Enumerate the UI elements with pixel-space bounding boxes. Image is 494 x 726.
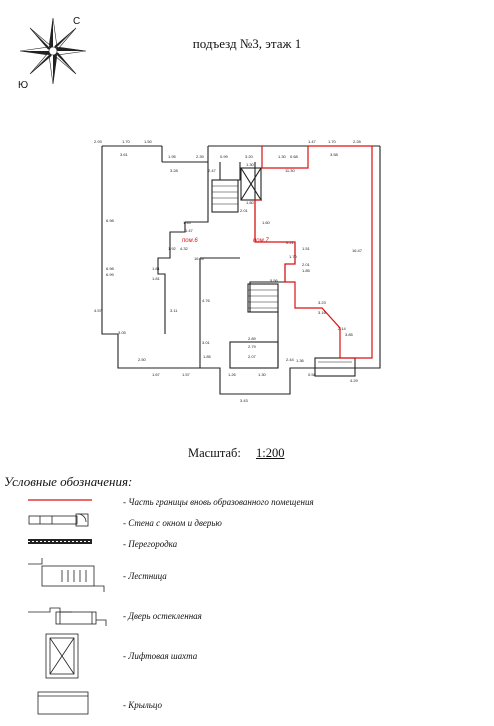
dim-label: 2.07 [248,354,257,359]
dim-label: 2.50 [138,357,147,362]
dim-label: 4.57 [94,308,103,313]
legend-title: Условные обозначения: [4,474,133,489]
legend-item-label: - Стена с окном и дверью [123,518,222,528]
new-room-boundary [254,145,373,359]
dim-label: 6.98 [106,266,115,271]
dim-label: 2.89 [248,336,257,341]
dim-label: 1.85 [203,354,212,359]
legend-item-label: - Часть границы вновь образованного поме… [123,497,314,507]
dim-label: 3.28 [170,168,179,173]
dim-label: 1.70 [328,139,337,144]
dim-label: 1.30 [258,372,267,377]
dim-label: 0.68 [290,154,299,159]
legend-item-label: - Лестница [123,571,167,581]
inner-wall [157,222,186,334]
dim-label: 2.44 [286,357,295,362]
dim-label: 3.58 [330,152,339,157]
dim-label: 1.26 [228,372,237,377]
legend-item-label: - Дверь остекленная [123,611,202,621]
elevator-shaft-icon [240,167,262,201]
porch-icon [37,691,89,715]
dim-label: 2.01 [240,208,249,213]
dim-label: 1.67 [152,372,161,377]
dim-label: 1.81 [152,266,161,271]
dim-label: 1.81 [152,276,161,281]
dim-label: 3.05 [118,330,127,335]
dim-label: 1.47 [185,228,194,233]
scale-label: Масштаб: [188,446,241,460]
dim-label: 6.99 [106,272,115,277]
dim-label: 2.39 [196,154,205,159]
glazed-door-icon [28,607,107,626]
wall-window-door-icon [28,513,89,527]
dim-label: 11.30 [285,168,295,173]
dim-label: 1.57 [182,372,191,377]
north-label: С [73,16,81,27]
elevator-shaft-icon [45,633,79,679]
dim-label: 2.93 [94,139,103,144]
dim-label: 1.44 [183,220,192,225]
dim-label: 1.85 [302,268,311,273]
dim-label: 1.92 [168,246,177,251]
dim-label: 0.99 [220,154,229,159]
dim-label: 1.30 [246,162,255,167]
dim-label: 3.01 [202,340,211,345]
dim-label: 2.79 [248,344,257,349]
dim-label: 3.85 [345,332,354,337]
dim-label: 3.16 [318,310,327,315]
scale-value: 1:200 [256,446,285,460]
dim-label: 1.60 [262,220,271,225]
red-boundary-line-icon [28,499,92,501]
dim-label: 16.00 [194,256,205,261]
dim-label: 0.21 [286,240,295,245]
dim-label: 1.36 [296,358,305,363]
dim-label: 2.14 [338,326,347,331]
partition-icon [28,539,92,544]
dim-label: 3.20 [245,154,254,159]
dim-label: 4.29 [350,378,359,383]
dim-label: 1.80 [246,200,255,205]
room-label-6: пом.6 [182,238,198,244]
dim-label: 1.47 [308,139,317,144]
dim-label: 1.95 [168,154,177,159]
dim-label: 1.70 [289,254,298,259]
dim-label: 3.11 [170,308,178,313]
dim-label: 2.28 [353,139,362,144]
page-title: подъезд №3, этаж 1 [192,36,302,51]
staircase-icon [28,558,105,592]
dim-label: 2.47 [208,168,217,173]
south-label: Ю [18,80,29,91]
legend-item-label: - Перегородка [123,539,178,549]
dim-label: 3.23 [318,300,327,305]
dim-label: 1.50 [144,139,153,144]
room-label-7: пом.7 [253,238,269,244]
dim-label: 1.70 [122,139,131,144]
dim-label: 1.51 [302,246,311,251]
dim-label: 4.76 [202,298,211,303]
dim-label: 0.58 [308,372,317,377]
compass-rose-icon [19,17,87,85]
floor-plan: пом.6 пом.7 2.93 1.70 1.50 3.61 1.95 2.3… [94,139,381,403]
dim-label: 3.43 [240,398,249,403]
legend-item-label: - Крыльцо [123,700,162,710]
dim-label: 3.61 [120,152,129,157]
dim-label: 2.01 [302,262,311,267]
dim-label: 6.98 [106,218,115,223]
dim-label: 16.47 [352,248,363,253]
dim-label: 5.56 [270,278,279,283]
dim-label: 4.32 [180,246,189,251]
legend-item-label: - Лифтовая шахта [123,651,198,661]
dim-label: 1.30 [278,154,287,159]
